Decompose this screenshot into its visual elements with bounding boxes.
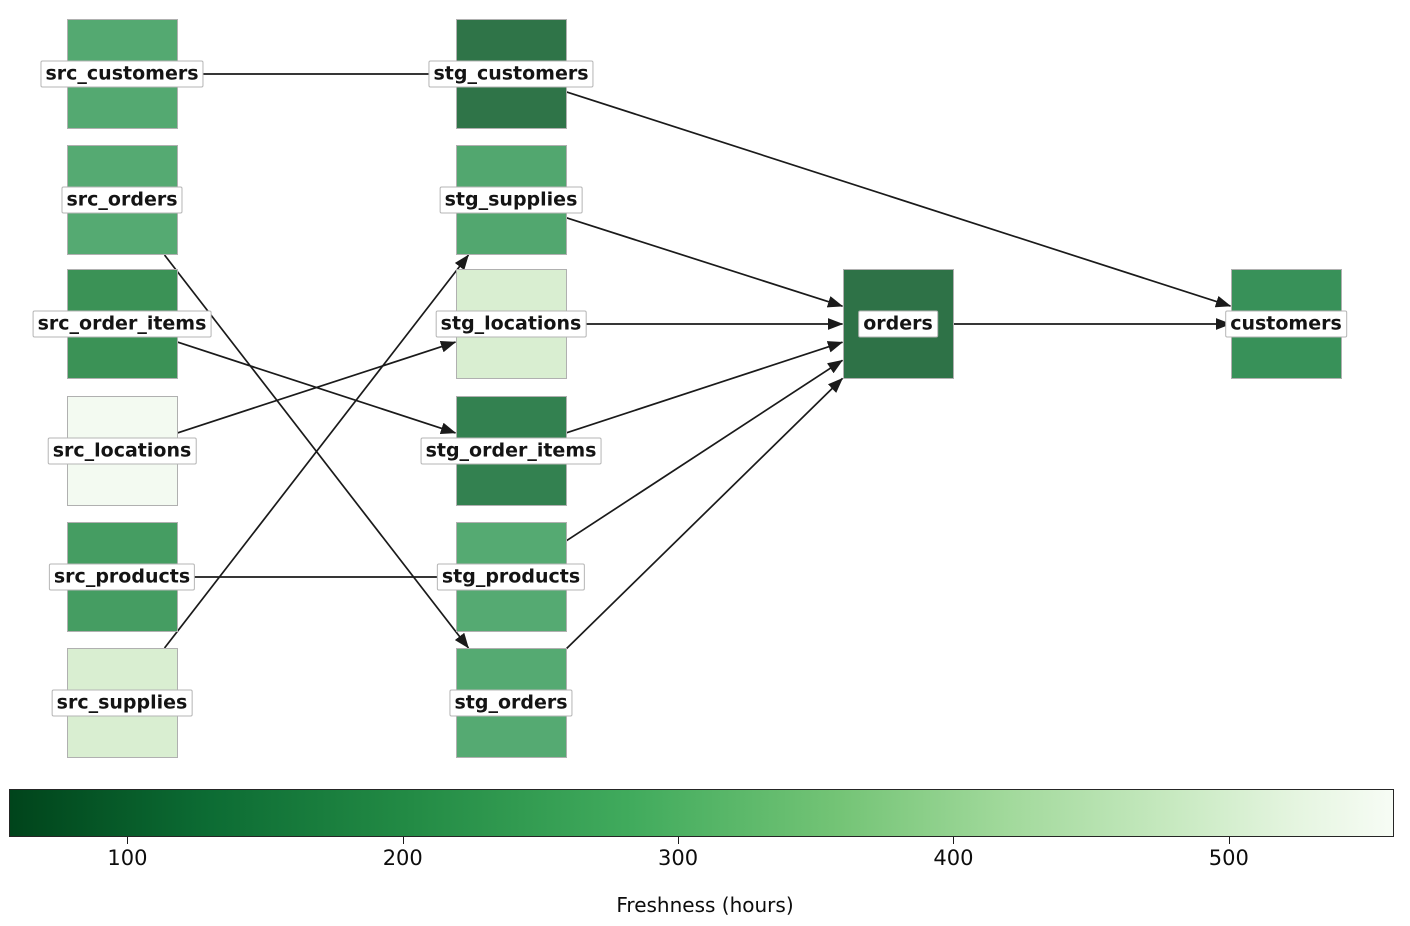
- colorbar-ticklabel-200: 200: [382, 846, 423, 870]
- node-label-src_customers: src_customers: [40, 60, 204, 88]
- colorbar-tick-300: [678, 837, 680, 844]
- colorbar-gradient: [9, 789, 1394, 837]
- node-label-stg_customers: stg_customers: [428, 60, 594, 88]
- node-label-stg_products: stg_products: [436, 563, 586, 591]
- edge-src_supplies-to-stg_supplies: [163, 254, 470, 649]
- node-label-orders: orders: [858, 310, 938, 338]
- node-label-src_orders: src_orders: [61, 186, 183, 214]
- edge-stg_orders-to-orders: [565, 377, 844, 650]
- edge-layer: [163, 73, 1232, 650]
- colorbar-ticklabel-400: 400: [933, 846, 974, 870]
- node-label-stg_locations: stg_locations: [435, 310, 587, 338]
- node-label-customers: customers: [1225, 310, 1347, 338]
- colorbar-tick-100: [127, 837, 129, 844]
- edge-stg_order_items-to-orders: [566, 341, 844, 434]
- edge-stg_supplies-to-orders: [566, 216, 844, 308]
- node-label-src_order_items: src_order_items: [32, 310, 212, 338]
- node-label-src_products: src_products: [48, 563, 196, 591]
- node-label-src_locations: src_locations: [47, 437, 197, 465]
- colorbar-tick-200: [402, 837, 404, 844]
- colorbar-tick-400: [953, 837, 955, 844]
- edge-stg_products-to-orders: [566, 359, 844, 542]
- colorbar-ticks: 100 200 300 400 500: [9, 837, 1394, 887]
- node-label-src_supplies: src_supplies: [51, 689, 193, 717]
- node-label-stg_orders: stg_orders: [449, 689, 573, 717]
- edge-stg_customers-to-customers: [566, 91, 1232, 308]
- colorbar-axis-label: Freshness (hours): [616, 893, 794, 917]
- colorbar-ticklabel-300: 300: [658, 846, 699, 870]
- colorbar-area: 100 200 300 400 500 Freshness (hours): [0, 780, 1410, 926]
- colorbar-ticklabel-100: 100: [107, 846, 148, 870]
- node-label-stg_order_items: stg_order_items: [420, 437, 602, 465]
- colorbar-tick-500: [1228, 837, 1230, 844]
- colorbar-ticklabel-500: 500: [1208, 846, 1249, 870]
- edge-src_locations-to-stg_locations: [177, 341, 457, 434]
- node-label-stg_supplies: stg_supplies: [439, 186, 583, 214]
